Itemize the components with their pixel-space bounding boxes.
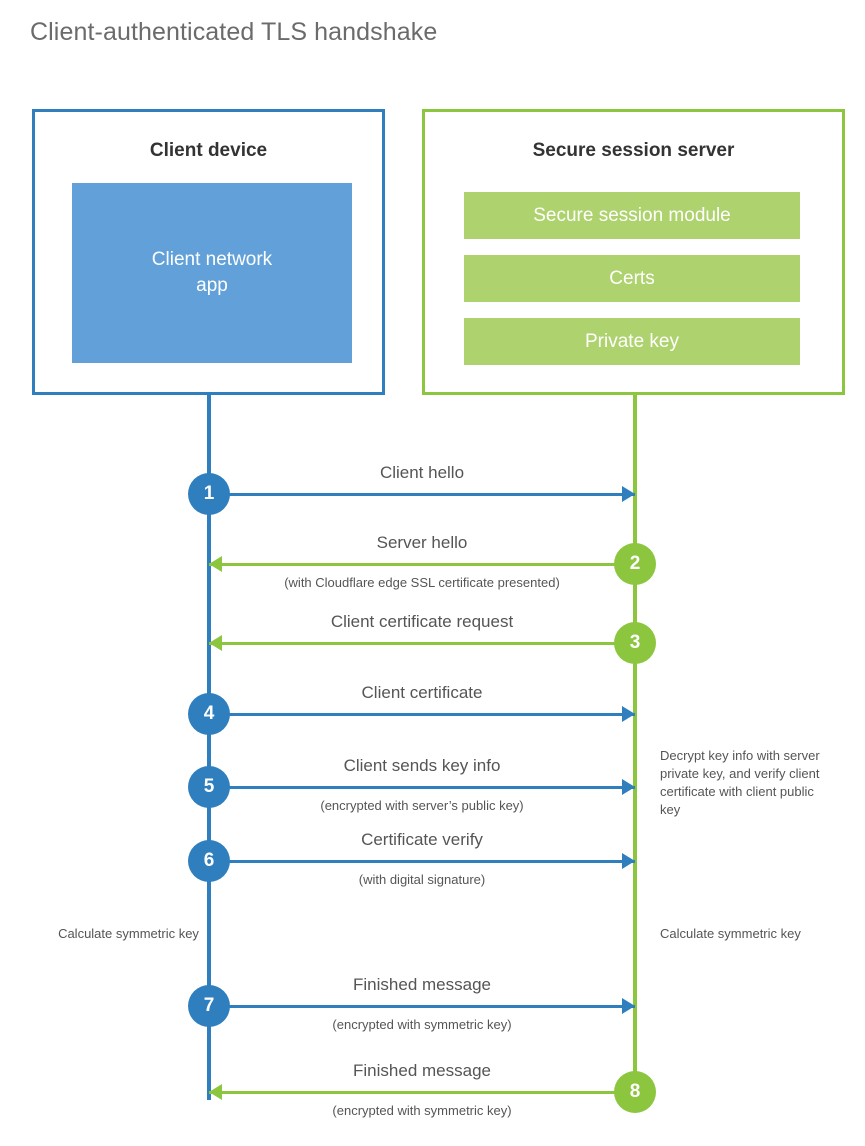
message-3-label: Client certificate request — [330, 612, 514, 631]
message-7-label: Finished message — [353, 975, 491, 994]
annotation-client-calculate-symmetric-key: Calculate symmetric key — [58, 926, 199, 941]
message-8-label: Finished message — [353, 1061, 491, 1080]
message-6-line — [209, 860, 635, 863]
step-badge-4: 4 — [188, 693, 230, 735]
message-4-arrowhead-icon — [622, 706, 635, 722]
secure-session-server-title: Secure session server — [532, 140, 735, 161]
step-badge-2: 2 — [614, 543, 656, 585]
server-component-certs: Certs — [464, 255, 800, 302]
message-4-line — [209, 713, 635, 716]
message-7-line — [209, 1005, 635, 1008]
client-network-app-label-line1: Client network — [151, 249, 273, 270]
message-5-line — [209, 786, 635, 789]
message-5-sublabel: (encrypted with server’s public key) — [320, 798, 524, 813]
message-5-label: Client sends key info — [343, 756, 501, 775]
client-device-box: Client device Client network app — [32, 109, 385, 395]
server-component-private-key: Private key — [464, 318, 800, 365]
message-2-arrowhead-icon — [209, 556, 222, 572]
message-3-arrowhead-icon — [209, 635, 222, 651]
message-6-arrowhead-icon — [622, 853, 635, 869]
message-6-sublabel: (with digital signature) — [358, 872, 486, 887]
message-7-sublabel: (encrypted with symmetric key) — [332, 1017, 512, 1032]
message-7-arrowhead-icon — [622, 998, 635, 1014]
message-8-arrowhead-icon — [209, 1084, 222, 1100]
step-badge-7: 7 — [188, 985, 230, 1027]
message-1-arrowhead-icon — [622, 486, 635, 502]
secure-session-server-box: Secure session server Secure session mod… — [422, 109, 845, 395]
server-lifeline — [633, 392, 637, 1092]
message-8-sublabel: (encrypted with symmetric key) — [332, 1103, 512, 1118]
client-lifeline — [207, 392, 211, 1100]
message-5-arrowhead-icon — [622, 779, 635, 795]
message-8-line — [209, 1091, 635, 1094]
step-badge-5: 5 — [188, 766, 230, 808]
annotation-decrypt-key-info: Decrypt key info with server private key… — [660, 748, 820, 817]
client-network-app-label-line2: app — [196, 275, 228, 296]
step-badge-3: 3 — [614, 622, 656, 664]
message-2-label: Server hello — [376, 533, 468, 552]
message-4-label: Client certificate — [361, 683, 483, 702]
message-3-line — [209, 642, 635, 645]
server-component-secure-session-module: Secure session module — [464, 192, 800, 239]
message-2-line — [209, 563, 635, 566]
page-title: Client-authenticated TLS handshake — [30, 18, 438, 46]
step-badge-1: 1 — [188, 473, 230, 515]
client-network-app-block: Client network app — [72, 183, 352, 363]
message-6-label: Certificate verify — [361, 830, 483, 849]
message-1-line — [209, 493, 635, 496]
annotation-server-calculate-symmetric-key: Calculate symmetric key — [660, 926, 801, 941]
message-2-sublabel: (with Cloudflare edge SSL certificate pr… — [284, 575, 560, 590]
step-badge-8: 8 — [614, 1071, 656, 1113]
client-device-title: Client device — [149, 140, 268, 161]
message-1-label: Client hello — [379, 463, 465, 482]
step-badge-6: 6 — [188, 840, 230, 882]
